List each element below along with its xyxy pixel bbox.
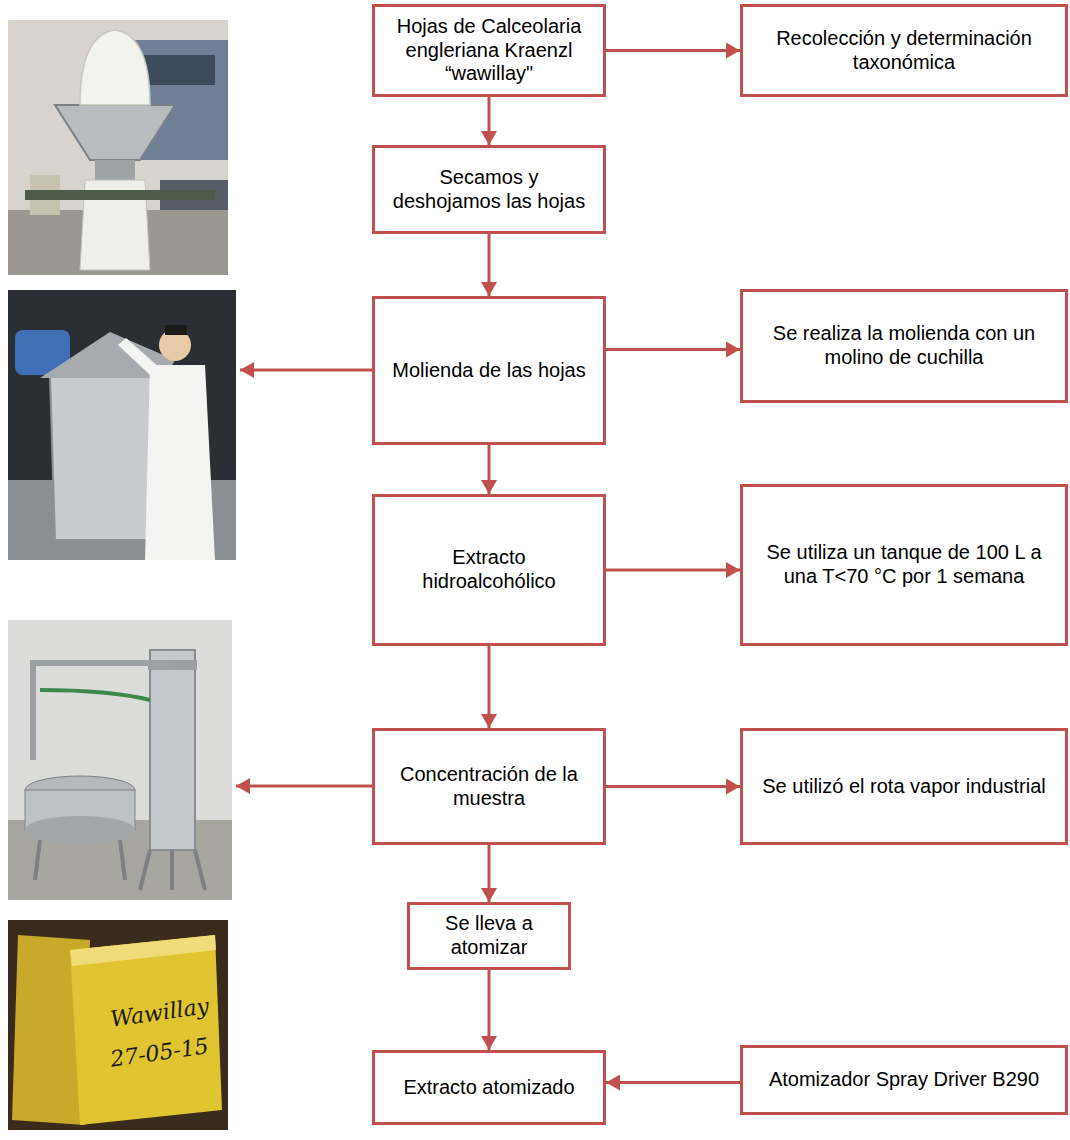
flow-arrow [606,49,740,52]
handwritten-label: Wawillay [109,993,211,1032]
box-text: Molienda de las hojas [392,359,585,383]
process-box: Se utiliza un tanque de 100 L a una T<70… [740,484,1068,646]
photo-evaporator [8,620,232,900]
photo-dryer [8,20,228,275]
process-box: Se lleva a atomizar [407,902,571,970]
process-box: Atomizador Spray Driver B290 [740,1045,1068,1115]
box-text: Hojas de Calceolaria engleriana Kraenzl … [385,15,593,86]
process-box: Concentración de la muestra [372,728,606,845]
flow-arrow [606,785,740,788]
box-text: Atomizador Spray Driver B290 [769,1068,1039,1092]
flow-arrow [488,646,491,728]
flow-arrow [488,234,491,296]
flow-arrow [488,845,491,902]
flow-arrow [488,97,491,145]
box-text: Se realiza la molienda con un molino de … [753,322,1055,369]
flow-arrow [606,348,740,351]
process-box: Recolección y determinación taxonómica [740,4,1068,97]
box-text: Secamos y deshojamos las hojas [385,166,593,213]
box-text: Se utilizó el rota vapor industrial [762,775,1045,799]
process-box: Secamos y deshojamos las hojas [372,145,606,234]
handwritten-label: 27-05-15 [109,1033,210,1072]
photo-arrow [240,369,372,372]
process-box: Extracto atomizado [372,1050,606,1125]
photo-extract-bag [8,920,228,1130]
box-text: Extracto hidroalcohólico [385,546,593,593]
process-box: Molienda de las hojas [372,296,606,445]
box-text: Extracto atomizado [403,1076,574,1100]
flow-arrow [606,569,740,572]
box-text: Recolección y determinación taxonómica [753,27,1055,74]
process-box: Se utilizó el rota vapor industrial [740,728,1068,845]
process-box: Hojas de Calceolaria engleriana Kraenzl … [372,4,606,97]
photo-mill [8,290,236,560]
flow-arrow [488,970,491,1050]
process-box: Extracto hidroalcohólico [372,494,606,646]
box-text: Concentración de la muestra [385,763,593,810]
box-text: Se lleva a atomizar [420,912,558,959]
photo-arrow [236,785,372,788]
flow-arrow [488,445,491,494]
flow-arrow [606,1081,740,1084]
box-text: Se utiliza un tanque de 100 L a una T<70… [753,541,1055,588]
process-box: Se realiza la molienda con un molino de … [740,289,1068,403]
